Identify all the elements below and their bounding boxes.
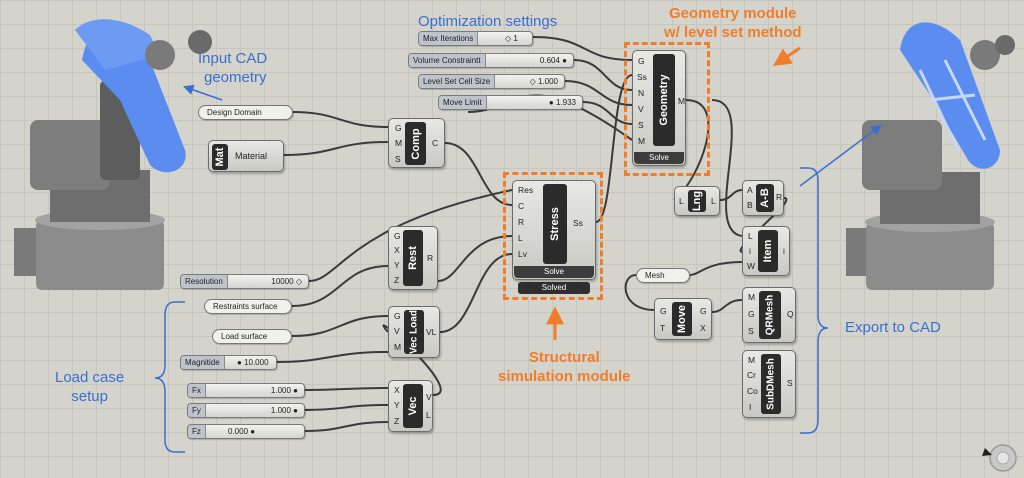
wire-resolution-stress bbox=[308, 189, 513, 282]
component-material[interactable]: Mat Material bbox=[208, 140, 284, 172]
annotation-structural-module: Structural simulation module bbox=[498, 349, 631, 385]
annotation-optimization-settings: Optimization settings bbox=[418, 13, 558, 30]
wire-vecload-stress bbox=[439, 253, 513, 333]
geometry-module-highlight bbox=[624, 42, 710, 176]
slider-move-limit[interactable]: Move Limit ● 1.933 bbox=[438, 95, 583, 110]
component-qrmesh[interactable]: M G S QRMesh Q bbox=[742, 287, 796, 343]
annotation-geometry-module: Geometry module w/ level set method bbox=[664, 5, 802, 41]
slider-max-iterations[interactable]: Max Iterations ◇ 1 bbox=[418, 31, 533, 46]
wire-mesh-move bbox=[624, 274, 655, 311]
wire-mesh-item bbox=[689, 261, 743, 276]
wire-geo-item bbox=[711, 99, 743, 237]
component-lng[interactable]: L Lng L bbox=[674, 186, 720, 216]
annotation-load-case: Load case setup bbox=[55, 369, 125, 405]
wire-rest-stress bbox=[437, 235, 513, 282]
param-mesh[interactable]: Mesh bbox=[636, 268, 690, 283]
wire-ab-item bbox=[739, 197, 788, 253]
wire-move-qr bbox=[711, 299, 743, 313]
component-comp[interactable]: G M S Comp C bbox=[388, 118, 445, 168]
slider-level-set-cell-size[interactable]: Level Set Cell Size ◇ 1.000 bbox=[418, 74, 565, 89]
wire-design-domain-comp bbox=[292, 111, 389, 128]
slider-fz[interactable]: Fz 0.000 ● bbox=[187, 424, 305, 439]
component-list-item[interactable]: L i W Item i bbox=[742, 226, 790, 276]
structural-module-highlight bbox=[503, 172, 603, 300]
component-a-minus-b[interactable]: A B A-B R bbox=[742, 180, 784, 216]
input-robot-image bbox=[14, 19, 212, 290]
wire-material-comp bbox=[283, 141, 389, 156]
component-geometry[interactable]: G Ss N V S M Geometry M Solve bbox=[632, 50, 686, 166]
wire-cellsize-geo bbox=[564, 80, 633, 106]
wire-maxiter-geo bbox=[532, 36, 633, 61]
component-subdmesh[interactable]: M Cr Co I SubDMesh S bbox=[742, 350, 796, 418]
wire-restraints-rest bbox=[291, 265, 389, 307]
component-stress[interactable]: Res C R L Lv Stress Ss Solve bbox=[512, 180, 596, 280]
param-design-domain[interactable]: Design Domain bbox=[198, 105, 293, 120]
stress-solved-status: Solved bbox=[518, 282, 590, 294]
slider-magnitide[interactable]: Magnitide ● 10.000 bbox=[180, 355, 277, 370]
slider-fy[interactable]: Fy 1.000 ● bbox=[187, 403, 305, 418]
component-rest[interactable]: G X Y Z Rest R bbox=[388, 226, 438, 290]
annotation-input-cad: Input CAD geometry bbox=[198, 50, 268, 86]
wire-fx-vec bbox=[304, 387, 389, 391]
output-robot-image bbox=[846, 22, 1015, 290]
param-restraints-surface[interactable]: Restraints surface bbox=[204, 299, 292, 314]
slider-volume-constraint[interactable]: Volume Constraintt 0.604 ● bbox=[408, 53, 574, 68]
wire-load-vecload bbox=[291, 315, 389, 337]
component-vec-load[interactable]: G V M Vec Load VL bbox=[388, 306, 440, 358]
component-vector-xyz[interactable]: X Y Z Vec V L bbox=[388, 380, 433, 432]
annotation-export: Export to CAD bbox=[845, 319, 941, 336]
slider-resolution[interactable]: Resolution 10000 ◇ bbox=[180, 274, 309, 289]
wire-fz-vec bbox=[304, 421, 389, 432]
wire-mag-vecload bbox=[276, 351, 389, 363]
geometry-solve-button[interactable]: Solve bbox=[634, 152, 684, 164]
wire-comp-stress bbox=[444, 142, 513, 206]
param-load-surface[interactable]: Load surface bbox=[212, 329, 292, 344]
slider-fx[interactable]: Fx 1.000 ● bbox=[187, 383, 305, 398]
stress-solve-button[interactable]: Solve bbox=[514, 266, 594, 278]
component-move[interactable]: G T Move G X bbox=[654, 298, 712, 340]
wire-lng-ab bbox=[719, 189, 743, 201]
wire-fy-vec bbox=[304, 404, 389, 411]
